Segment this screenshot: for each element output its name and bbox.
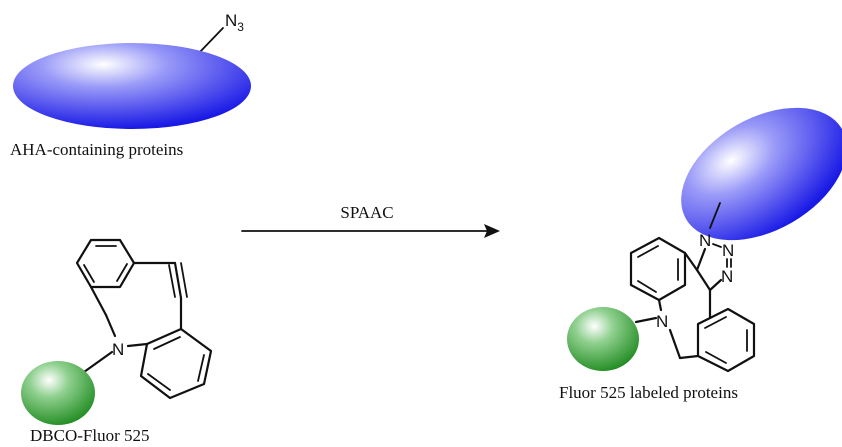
dbco-ch2-bond-1 bbox=[89, 285, 108, 317]
triazole-bond-4 bbox=[695, 268, 712, 292]
labeled-protein-product: N N N N Fluor 525 labeled proteins bbox=[559, 107, 842, 402]
product-lower-double-1 bbox=[704, 316, 727, 329]
dbco-alkyne-b3 bbox=[180, 262, 188, 298]
dye-sphere-left bbox=[21, 361, 95, 425]
dbco-reagent: N DBCO-Fluor 525 bbox=[21, 238, 213, 445]
product-lower-double-3 bbox=[705, 351, 727, 364]
dbco-dye-linker bbox=[82, 350, 114, 374]
dbco-lower-ring-double-2 bbox=[197, 354, 205, 382]
product-label: Fluor 525 labeled proteins bbox=[559, 383, 738, 402]
dbco-lower-ring-double-1 bbox=[153, 336, 181, 350]
triazole-bond-3 bbox=[695, 247, 707, 272]
dbco-label: DBCO-Fluor 525 bbox=[30, 426, 149, 445]
product-ring-triazole-bond bbox=[683, 251, 699, 272]
protein-top-label: AHA-containing proteins bbox=[10, 140, 183, 159]
dye-sphere-product bbox=[567, 307, 639, 371]
aha-protein-group: N3 AHA-containing proteins bbox=[10, 11, 251, 159]
triazole-n1-label: N bbox=[699, 231, 711, 250]
product-upper-double-3 bbox=[637, 280, 657, 293]
azide-linker-bond bbox=[197, 27, 224, 55]
product-protein-linker bbox=[709, 202, 721, 229]
dbco-alkyne-b2 bbox=[168, 264, 176, 298]
product-dye-linker bbox=[634, 316, 658, 324]
dbco-n-label: N bbox=[112, 340, 124, 359]
product-ch2-bond-1 bbox=[668, 328, 682, 360]
triazole-bond-5 bbox=[708, 278, 723, 292]
triazole-n3-label: N bbox=[721, 267, 733, 286]
dbco-n-ring-bond bbox=[126, 342, 149, 348]
dbco-upper-ring-double-2 bbox=[83, 264, 95, 283]
product-lower-ring bbox=[696, 307, 756, 373]
protein-blob-product bbox=[681, 107, 842, 241]
dbco-lower-ring-double-3 bbox=[147, 373, 171, 391]
dbco-upper-ring-double-3 bbox=[116, 263, 128, 282]
product-n-label: N bbox=[656, 312, 668, 331]
product-ring-n-bond bbox=[657, 298, 663, 312]
product-ch2-bond-2 bbox=[678, 354, 700, 360]
dbco-ch2-bond-2 bbox=[104, 313, 117, 338]
dbco-upper-ring bbox=[75, 238, 136, 289]
product-upper-double-1 bbox=[637, 245, 659, 258]
arrow-head bbox=[484, 224, 500, 238]
reaction-arrow: SPAAC bbox=[241, 203, 500, 238]
triazole-bond-1 bbox=[712, 243, 722, 248]
product-upper-ring bbox=[629, 236, 687, 302]
azide-n-label: N3 bbox=[225, 11, 244, 34]
protein-blob-top bbox=[13, 43, 251, 129]
dbco-alkyne-b bbox=[173, 261, 183, 300]
triazole-n2-label: N bbox=[722, 241, 734, 260]
spaac-label: SPAAC bbox=[340, 203, 393, 222]
